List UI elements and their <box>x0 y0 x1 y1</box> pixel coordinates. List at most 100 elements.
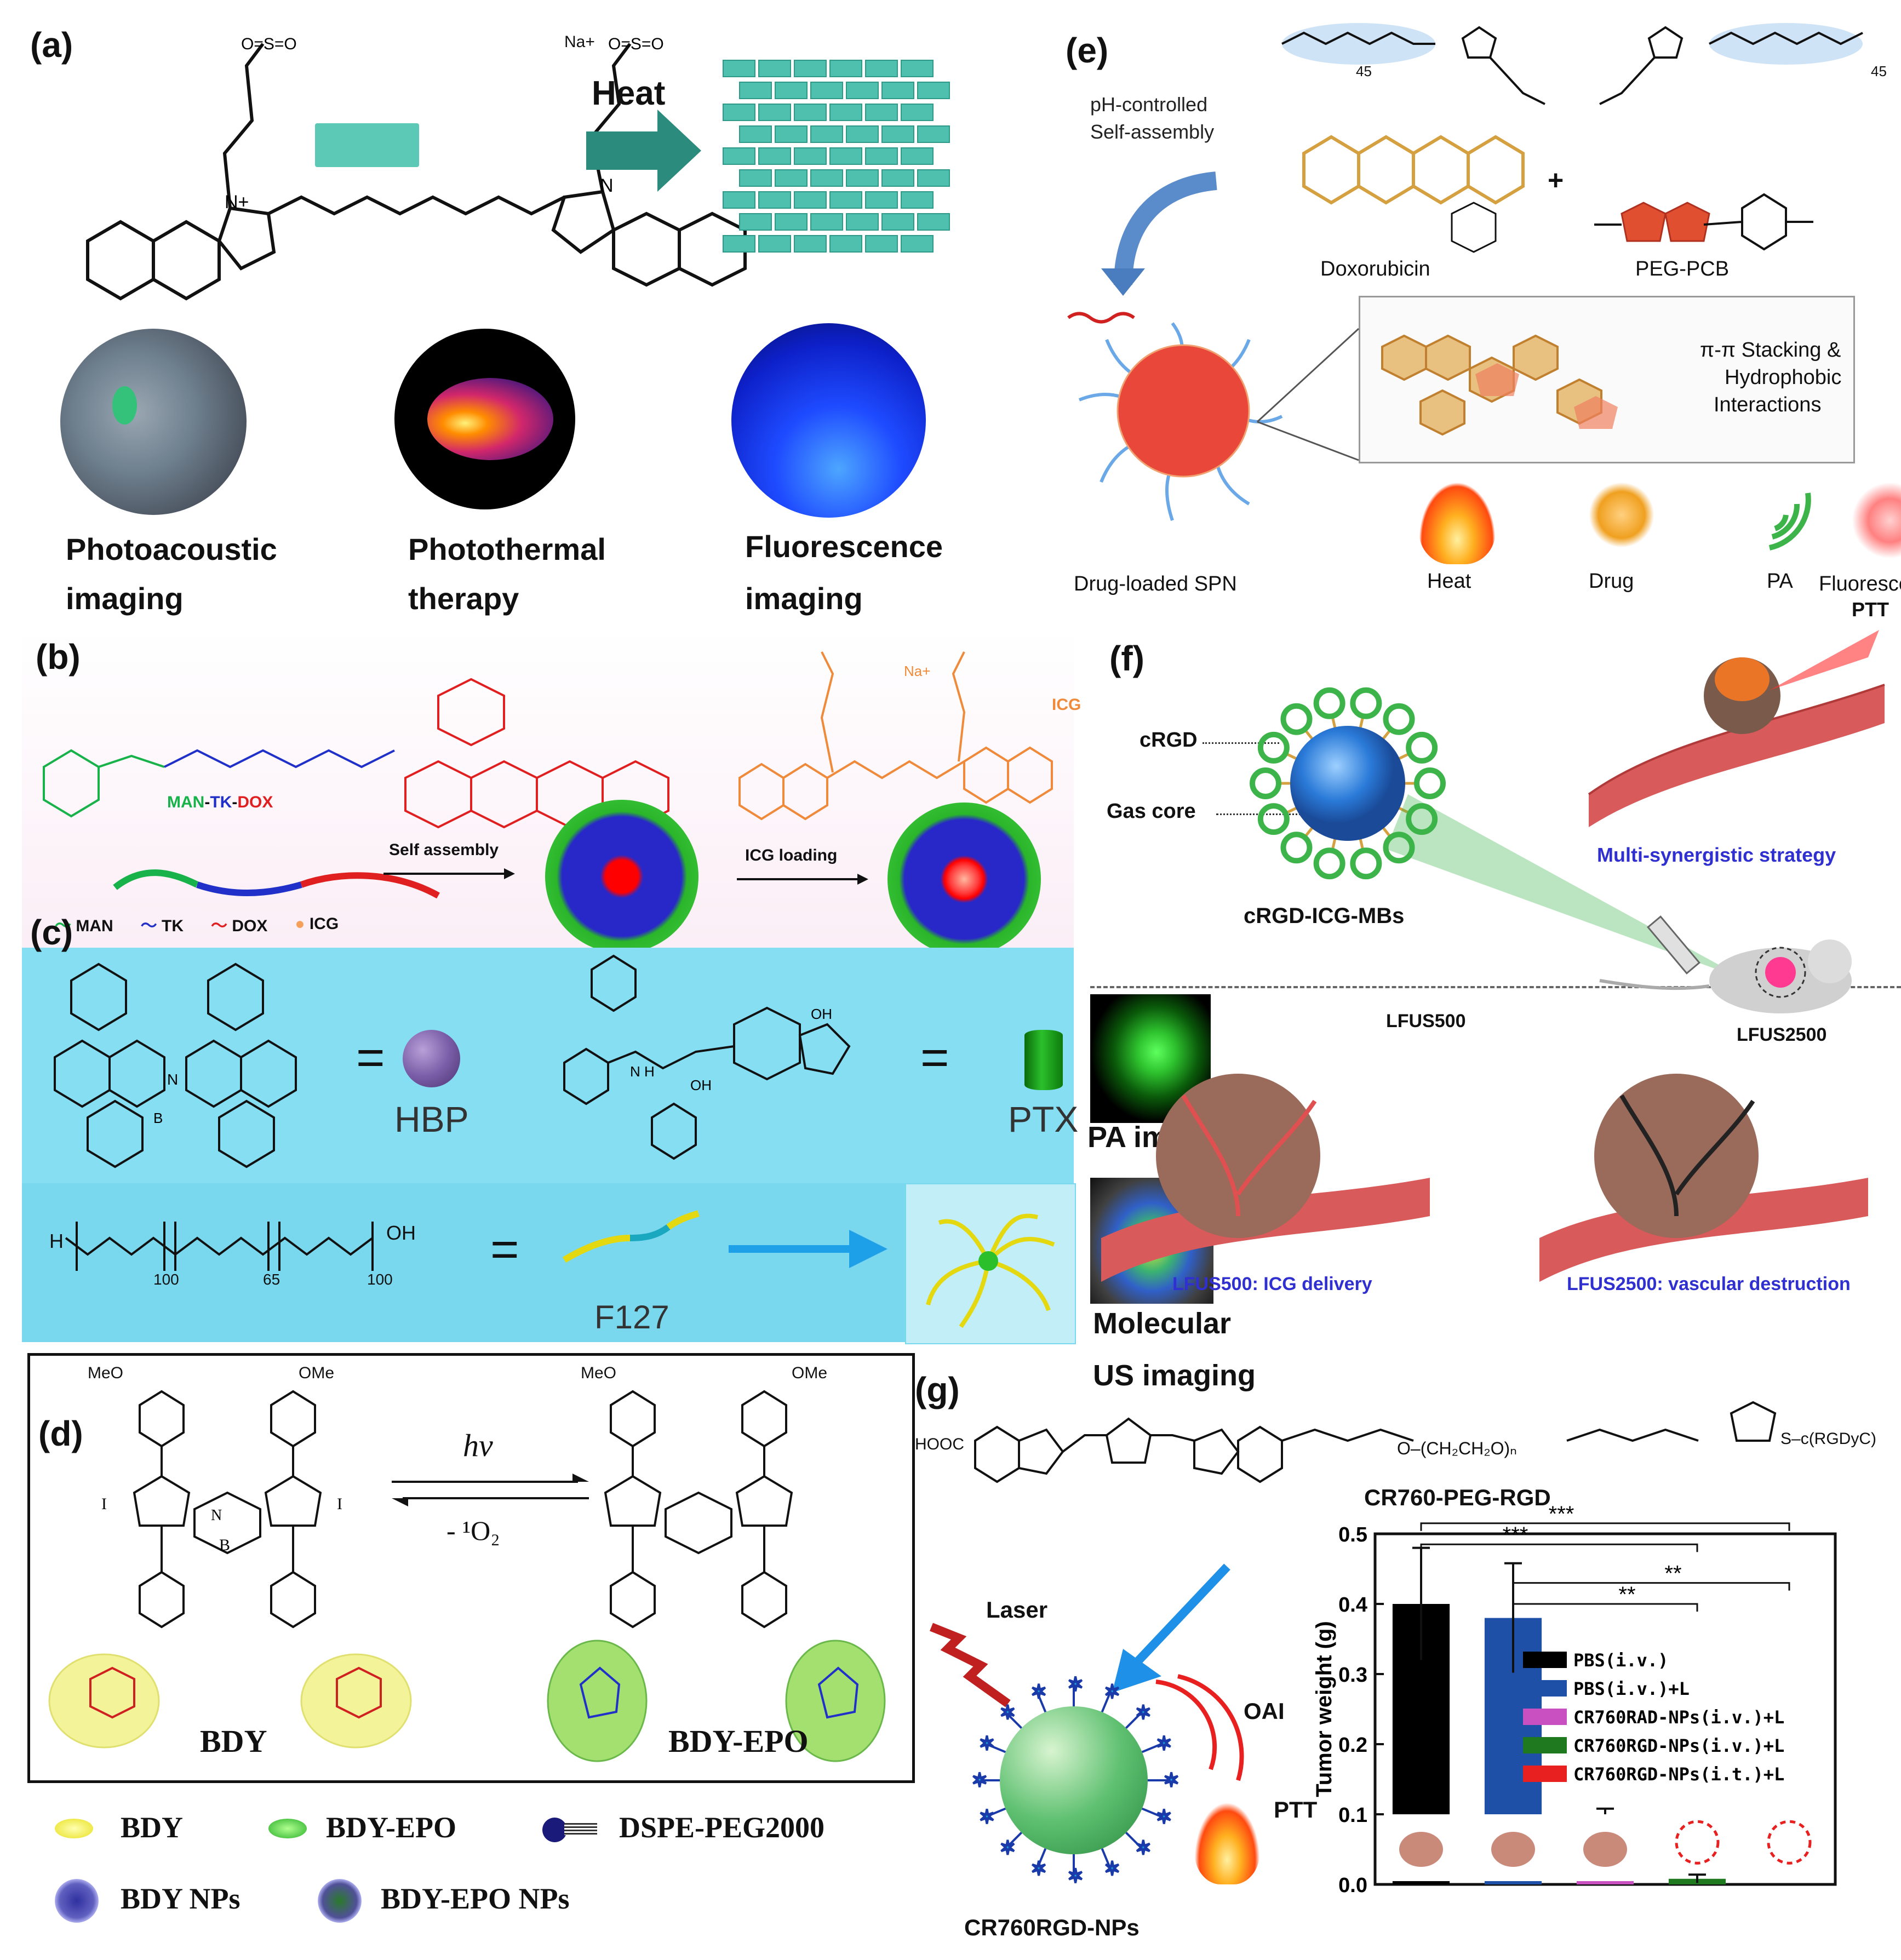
caption-photothermal-2: therapy <box>408 581 519 616</box>
na-ion-label: Na+ <box>564 33 595 51</box>
crgd-ring <box>1414 767 1446 799</box>
aggregate-brick <box>881 125 914 143</box>
crgd-ring <box>1350 687 1382 719</box>
caption-photoacoustic-2: imaging <box>66 581 184 616</box>
g-nanoparticle <box>1000 1706 1148 1854</box>
doxorubicin-label: Doxorubicin <box>1320 257 1430 280</box>
crgd-ring <box>1280 703 1313 735</box>
aggregate-brick <box>739 169 772 187</box>
d-bdy-name: BDY <box>200 1723 267 1759</box>
aggregate-brick <box>865 60 898 77</box>
doxorubicin-structure <box>1302 135 1525 253</box>
stacking-molecules <box>1381 334 1618 436</box>
crgd-ring <box>1383 832 1415 864</box>
self-assembly-label: Self assembly <box>389 841 499 859</box>
d-meo-right: MeO <box>581 1364 617 1382</box>
stack-text-2: Hydrophobic <box>1725 366 1842 389</box>
c-arrow <box>729 1230 887 1268</box>
aggregate-brick <box>758 191 791 209</box>
ptx-structure: N H OH OH <box>563 954 851 1160</box>
significance-label: ** <box>1618 1583 1635 1607</box>
peg-sub-right: 45 <box>1871 63 1887 79</box>
legend-label: CR760RAD-NPs(i.v.)+L <box>1573 1707 1784 1728</box>
significance-bracket <box>1420 1522 1790 1531</box>
aggregate-brick <box>881 169 914 187</box>
fluorescence-icon <box>1852 482 1901 559</box>
caption-photoacoustic-1: Photoacoustic <box>66 532 277 566</box>
legend-dox: 〜 DOX <box>211 917 268 935</box>
lfus2500-label: LFUS2500 <box>1737 1024 1827 1045</box>
significance-label: *** <box>1549 1502 1574 1526</box>
panel-c-label: (c) <box>30 913 73 952</box>
f127-strand <box>562 1210 700 1263</box>
aggregate-brick <box>758 147 791 165</box>
panel-e: (e) pH-controlled Self-assembly 45 45 Do… <box>1041 0 1901 630</box>
f127-structure <box>65 1222 374 1271</box>
strategy-label: Multi-synergistic strategy <box>1597 844 1836 866</box>
ligand-star: ✶ <box>999 1837 1016 1859</box>
bdy-epo-structure <box>547 1390 886 1762</box>
caption-fluorescence-1: Fluorescence <box>745 529 943 564</box>
aggregate-brick <box>739 213 772 231</box>
panel-e-label: (e) <box>1066 31 1109 70</box>
vessel-left <box>1101 1074 1430 1282</box>
f-caption-1: LFUS500: ICG delivery <box>1172 1274 1372 1294</box>
aggregate-brick <box>846 125 879 143</box>
svg-text:I: I <box>101 1495 107 1513</box>
equals-3: = <box>490 1222 519 1277</box>
dox-text: DOX <box>237 793 273 811</box>
peg-pcb-structure <box>1594 193 1813 251</box>
crgd-ring <box>1257 731 1290 764</box>
legend-bdy-nps: BDY NPs <box>121 1882 241 1915</box>
peg-sub-left: 45 <box>1356 63 1372 79</box>
legend-bdy-epo-nps: BDY-EPO NPs <box>381 1882 570 1915</box>
crgd-ring <box>1257 803 1290 835</box>
monomer-block <box>315 123 419 167</box>
legend-swatch <box>1523 1737 1567 1753</box>
svg-text:I: I <box>337 1495 342 1513</box>
legend-dspe-peg: DSPE-PEG2000 <box>619 1811 825 1844</box>
hbp-sphere <box>403 1030 460 1087</box>
legend-swatch <box>1523 1709 1567 1725</box>
heat-arrow <box>586 110 701 192</box>
y-tick-label: 0.2 <box>1338 1734 1367 1757</box>
ligand-star: ✶ <box>1104 1858 1120 1880</box>
tumor-photo <box>1399 1832 1443 1867</box>
g-molecule-name: CR760-PEG-RGD <box>1364 1485 1551 1510</box>
crgd-ring <box>1313 687 1345 719</box>
crgd-ring <box>1350 847 1382 880</box>
aggregate-brick <box>917 125 950 143</box>
aggregate-brick <box>723 60 755 77</box>
f-caption-2: LFUS2500: vascular destruction <box>1567 1274 1851 1294</box>
aggregate-brick <box>775 125 808 143</box>
y-tick-label: 0.1 <box>1338 1804 1367 1827</box>
aggregate-brick <box>901 191 934 209</box>
icg-loading-label: ICG loading <box>745 846 838 864</box>
d-hv: hv <box>463 1428 493 1463</box>
g-chain: O–(CH₂CH₂O)ₙ <box>1397 1439 1517 1458</box>
spn-label: Drug-loaded SPN <box>1074 572 1237 595</box>
f-divider <box>1090 986 1901 988</box>
aggregate-brick <box>810 82 843 99</box>
g-oai-label: OAI <box>1244 1698 1285 1724</box>
ligand-star: ✶ <box>1104 1680 1120 1703</box>
micelle-2 <box>887 803 1041 956</box>
significance-bracket <box>1420 1543 1698 1552</box>
crgd-ring <box>1406 731 1438 764</box>
aggregate-brick <box>917 82 950 99</box>
legend-label: PBS(i.v.) <box>1573 1650 1668 1671</box>
aggregate-brick <box>794 60 827 77</box>
legend-label: PBS(i.v.)+L <box>1573 1678 1690 1699</box>
aggregate-brick <box>794 104 827 121</box>
panel-b-label: (b) <box>36 637 81 677</box>
aggregate-brick <box>829 191 862 209</box>
aggregate-brick <box>846 169 879 187</box>
caption-photothermal-1: Photothermal <box>408 532 606 566</box>
vessel-tumor-top <box>1588 630 1885 827</box>
no-tumor-marker <box>1675 1820 1720 1865</box>
aggregate-brick <box>758 235 791 253</box>
y-tick-label: 0.4 <box>1338 1594 1367 1617</box>
ligand-star: ✶ <box>1135 1837 1152 1859</box>
y-tick-label: 0.0 <box>1338 1874 1367 1897</box>
man-text: MAN <box>167 793 205 811</box>
